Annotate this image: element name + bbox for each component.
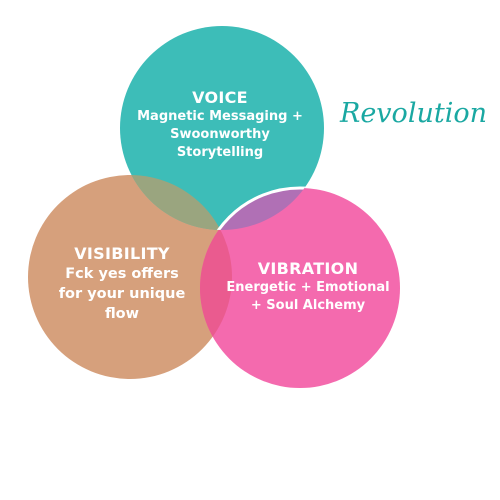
- visibility-line-1: Fck yes offers: [65, 266, 179, 282]
- voice-line-1: Magnetic Messaging +: [137, 109, 303, 124]
- voice-title: VOICE: [192, 88, 248, 107]
- overlap-outline-arc: [198, 186, 324, 230]
- visibility-circle: [28, 175, 232, 379]
- vibration-title: VIBRATION: [257, 259, 359, 278]
- vibration-line-2: + Soul Alchemy: [250, 298, 366, 313]
- brand-wordmark: Revolution: [340, 98, 487, 129]
- visibility-line-2: for your unique: [58, 286, 186, 302]
- vibration-label: VIBRATION Energetic + Emotional + Soul A…: [218, 259, 398, 315]
- voice-circle: [120, 26, 324, 230]
- vibration-line-1: Energetic + Emotional: [226, 280, 390, 295]
- visibility-line-3: flow: [104, 306, 140, 322]
- voice-label: VOICE Magnetic Messaging + Swoonworthy S…: [120, 88, 320, 162]
- visibility-label: VISIBILITY Fck yes offers for your uniqu…: [44, 244, 200, 324]
- voice-line-3: Storytelling: [176, 145, 264, 160]
- vibration-circle: [200, 188, 400, 388]
- voice-line-2: Swoonworthy: [170, 127, 270, 142]
- visibility-title: VISIBILITY: [74, 244, 170, 263]
